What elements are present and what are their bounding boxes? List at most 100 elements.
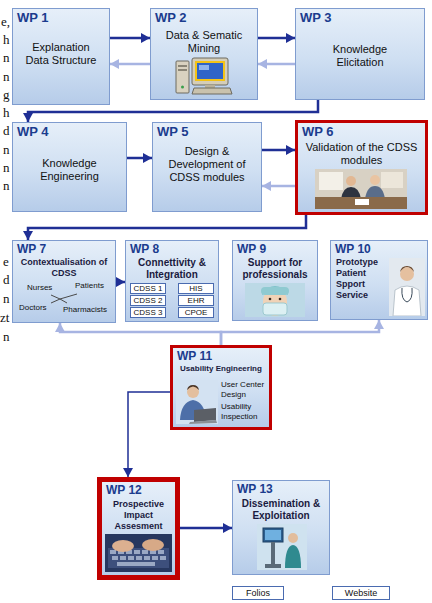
work-package-box: WP 2Data & Sematic Mining: [150, 8, 258, 100]
illustration-part: [269, 298, 272, 301]
dissemination-photo: [257, 524, 307, 570]
package-title: Support for professionals: [233, 256, 317, 281]
illustration-part: [142, 550, 148, 554]
system-name: EHR: [179, 296, 213, 305]
illustration-part: [178, 65, 187, 67]
cropped-page-text: n: [3, 329, 10, 344]
illustration-part: [187, 386, 199, 398]
work-package-box: WP 9Support for professionals: [232, 240, 318, 321]
cropped-page-text: e: [3, 254, 9, 269]
cropped-page-text: h: [3, 32, 10, 47]
connector-arrow: [116, 281, 125, 284]
package-title: Dissemination & Exploitation: [233, 496, 329, 522]
connector-arrow: [258, 63, 295, 66]
illustration-part: [176, 61, 189, 93]
illustration-part: [355, 199, 369, 205]
role-label: Nurses: [27, 283, 52, 293]
cropped-page-text: n: [3, 178, 10, 193]
cropped-page-text: d: [3, 123, 10, 138]
work-package-box: WP 3Knowledge Elicitation: [295, 8, 425, 100]
cropped-page-text: n: [3, 50, 10, 65]
illustration-part: [181, 86, 184, 89]
illustration-part: [112, 556, 118, 560]
illustration-part: [265, 530, 281, 540]
system-box: CDSS 1: [130, 283, 166, 294]
illustration-part: [400, 267, 414, 281]
illustration-part: [176, 380, 218, 424]
package-title: Knowledge Engineering: [13, 139, 126, 183]
illustration-part: [60, 294, 77, 299]
work-package-box: WP 13Dissemination & Exploitation: [232, 480, 330, 575]
work-package-box: WP 6Validation of the CDSS modules: [295, 120, 428, 215]
illustration-part: [315, 197, 407, 209]
work-package-box: WP 8Connettivity & IntegrationCDSS 1HISC…: [125, 240, 219, 322]
illustration-part: [199, 65, 209, 70]
cropped-page-text: n: [3, 142, 10, 157]
cropped-page-text: d: [3, 272, 10, 287]
illustration-part: [134, 550, 140, 554]
illustration-part: [261, 287, 289, 295]
illustration-part: [257, 524, 307, 570]
package-number: WP 7: [13, 241, 115, 256]
connector-arrow: [262, 149, 295, 152]
illustration-part: [142, 539, 164, 551]
system-name: CDSS 1: [131, 284, 165, 293]
illustration-part: [160, 556, 166, 560]
illustration-part: [381, 172, 403, 188]
package-number: WP 1: [13, 9, 109, 25]
system-name: Folios: [233, 587, 283, 599]
package-title: Explanation Data Structure: [13, 25, 109, 67]
illustration-part: [51, 295, 60, 299]
work-package-box: WP 12Prospective Impact Assesment: [97, 477, 180, 580]
illustration-part: [194, 408, 216, 422]
illustration-part: [285, 545, 301, 568]
cropped-page-text: g: [3, 87, 10, 102]
connector-arrow: [110, 63, 150, 66]
work-package-box: WP 5Design & Development of CDSS modules: [152, 122, 262, 212]
system-box: CDSS 2: [130, 295, 166, 306]
connector-arrow: [128, 392, 170, 477]
output-box: Folios: [232, 586, 284, 600]
work-package-box: WP 10Prototype Patient Spport Service: [330, 240, 428, 320]
illustration-part: [128, 556, 134, 560]
connector-arrow: [28, 215, 306, 240]
illustration-part: [271, 542, 275, 564]
illustration-part: [263, 303, 287, 315]
system-box: HIS: [178, 283, 214, 294]
illustration-part: [189, 420, 217, 424]
cropped-page-text: n: [3, 69, 10, 84]
connector-arrow: [258, 37, 295, 40]
package-number: WP 12: [102, 482, 175, 497]
illustration-part: [319, 172, 343, 190]
illustration-part: [144, 556, 150, 560]
illustration-part: [178, 69, 187, 71]
nurse-photo: [245, 283, 305, 317]
system-box: CPOE: [178, 307, 214, 318]
system-box: EHR: [178, 295, 214, 306]
usability-photo: [176, 380, 218, 424]
package-title: Knowledge Elicitation: [296, 25, 424, 69]
connector-arrow: [110, 37, 150, 40]
illustration-part: [152, 556, 158, 560]
package-number: WP 2: [151, 9, 257, 25]
illustration-part: [279, 298, 282, 301]
illustration-part: [192, 58, 228, 85]
illustration-part: [136, 556, 142, 560]
illustration-part: [393, 286, 421, 316]
computer-icon: [175, 57, 233, 95]
role-label: Patients: [75, 281, 104, 291]
work-package-box: WP 1Explanation Data Structure: [12, 8, 110, 105]
illustration-part: [187, 385, 199, 390]
illustration-part: [262, 286, 288, 295]
illustration-part: [402, 288, 412, 302]
package-title: Validation of the CDSS modules: [298, 139, 425, 167]
role-label: Usability Inspection: [221, 402, 271, 422]
illustration-part: [112, 540, 134, 552]
illustration-part: [288, 533, 298, 543]
system-name: CDSS 2: [131, 296, 165, 305]
cropped-page-text: zt: [0, 310, 9, 325]
illustration-part: [110, 550, 116, 554]
connector-arrow: [60, 323, 221, 345]
connector-arrow: [262, 185, 295, 188]
